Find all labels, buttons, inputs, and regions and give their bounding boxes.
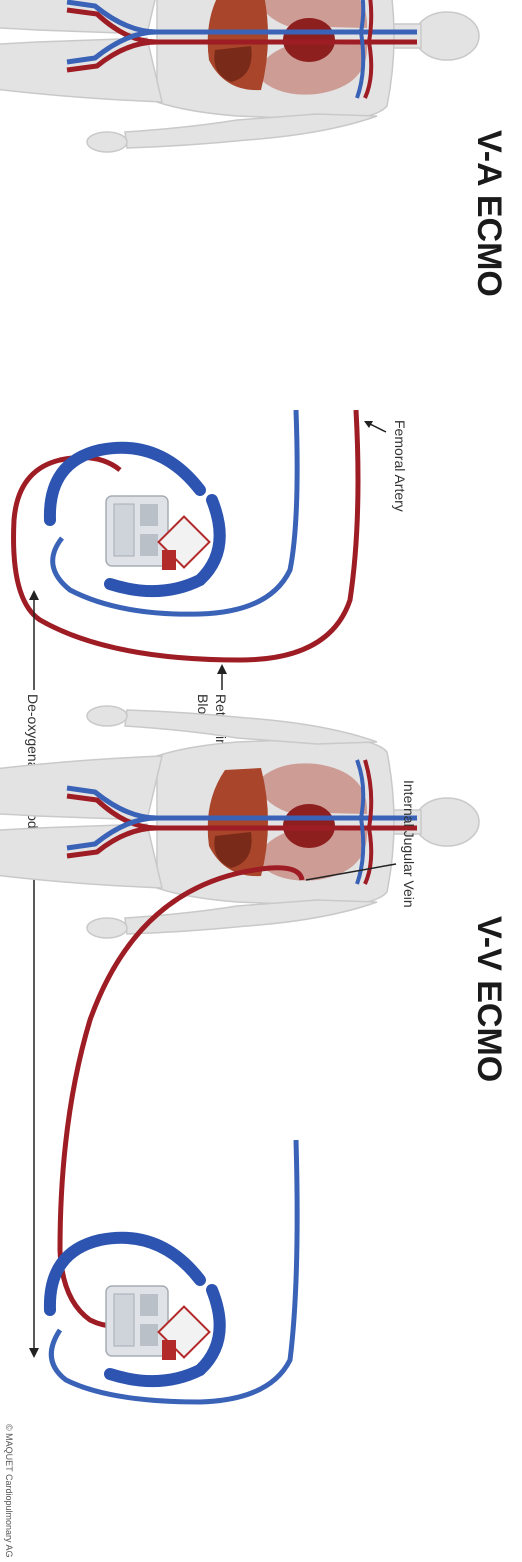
femoral-artery-label: Femoral Artery bbox=[392, 420, 408, 512]
vv-deoxygenated-drain-line bbox=[51, 1140, 297, 1402]
returning-arrowhead-top bbox=[217, 664, 227, 674]
deoxygenated-arrowhead-bottom bbox=[29, 1348, 39, 1358]
internal-jugular-vein-label: Internal Jugular Vein bbox=[401, 780, 417, 908]
vv-ecmo-panel: Internal Jugular Vein V-V ECMO bbox=[0, 706, 508, 1402]
va-ecmo-panel: Femoral Artery V-A ECMO bbox=[0, 0, 508, 660]
va-human-figure bbox=[0, 0, 479, 152]
va-ecmo-console bbox=[50, 448, 220, 591]
vv-ecmo-console bbox=[50, 1238, 220, 1381]
deoxygenated-arrowhead-top bbox=[29, 590, 39, 600]
vv-ecmo-title: V-V ECMO bbox=[470, 916, 508, 1082]
va-ecmo-title: V-A ECMO bbox=[470, 130, 508, 297]
copyright-credit: © MAQUET Cardiopulmonary AG bbox=[4, 1424, 14, 1558]
